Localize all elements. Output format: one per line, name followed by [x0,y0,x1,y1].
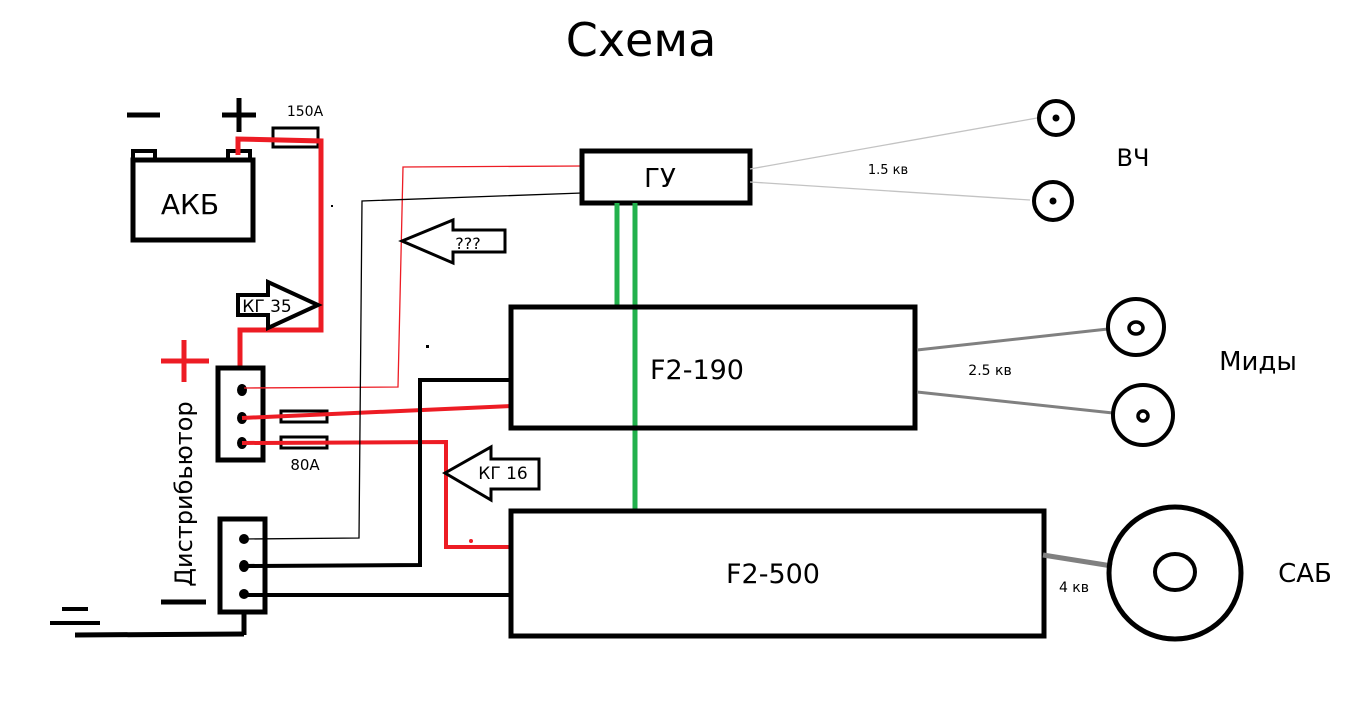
tweeter-speaker [1032,180,1074,222]
battery-terminal-negative [131,149,157,162]
main-fuse [271,126,320,149]
diagram-title: Схема [566,13,717,67]
power-distributor [215,365,266,463]
stray-dot [331,205,333,207]
sub-wire [1042,552,1113,569]
power-wire-f2-190 [241,404,513,420]
power-distributor-terminal [237,384,247,396]
unknown-cable-arrow [398,217,507,266]
mid-wire [916,327,1109,352]
tweeters-label: ВЧ [1117,144,1150,172]
subwoofer-speaker [1106,504,1244,642]
main-power-cable-label: КГ 35 [242,297,291,317]
head-unit-label: ГУ [644,164,676,194]
sub-wire-label: 4 кв [1059,580,1089,596]
battery-label: АКБ [161,188,219,221]
amplifier-f2-500 [508,508,1047,639]
battery: АКБ [127,98,256,243]
tweeter-wire-label: 1.5 кв [868,163,908,178]
ground-wire-f2-190 [243,378,513,568]
amplifier-f2-190-label: F2-190 [650,355,744,386]
head-unit [579,148,753,206]
power-wire-f2-500 [241,439,512,549]
mid-speaker [1111,383,1175,447]
mids-label: Миды [1219,347,1297,377]
distributor-label: Дистрибьютор [170,401,198,586]
tweeter-wire [749,117,1038,170]
tweeter-speaker [1037,99,1075,137]
amp-power-cable-label: КГ 16 [478,464,527,484]
subwoofer-label: САБ [1278,559,1332,589]
stray-dot [469,539,473,543]
main-power-cable-arrow [236,278,323,332]
main-power-cable [235,136,324,368]
amp-fuse-label: 80А [290,456,320,474]
unknown-cable-label: ??? [455,234,480,253]
amplifier-f2-190 [508,304,918,431]
ground-symbol [50,607,247,638]
mid-speaker [1106,297,1166,357]
head-unit-ground-wire [243,192,583,540]
mid-wire-label: 2.5 кв [968,363,1011,379]
stray-dot [426,345,429,348]
main-fuse-label: 150А [287,104,324,120]
power-distributor-block [215,365,266,463]
mid-wire [916,390,1114,415]
head-unit-power-wire [243,165,583,389]
tweeter-wire [749,181,1031,201]
amplifier-f2-500-label: F2-500 [726,559,820,590]
amp-power-cable-arrow [441,444,541,503]
battery-body [130,157,256,243]
